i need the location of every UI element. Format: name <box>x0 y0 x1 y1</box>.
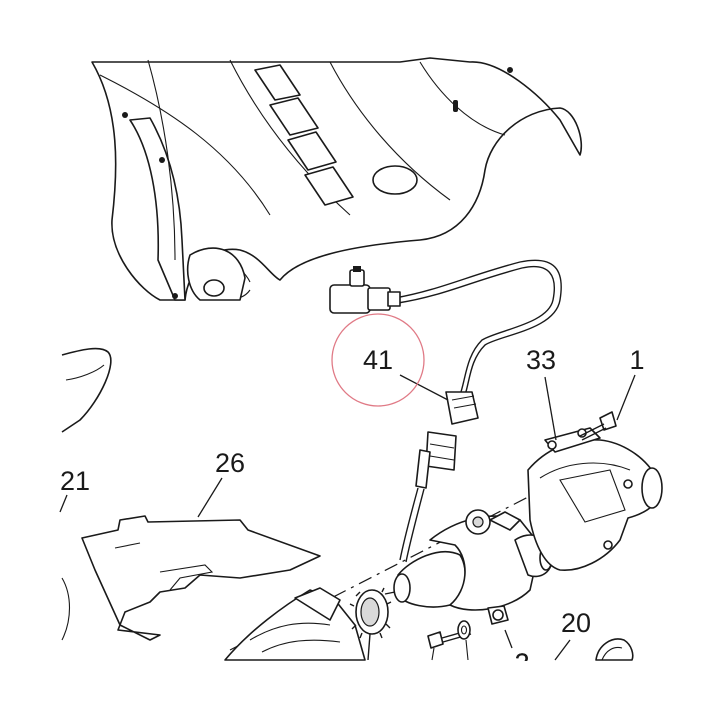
left-panel-fragment <box>61 347 112 641</box>
callout-26: 26 <box>215 448 245 478</box>
callout-1: 1 <box>629 345 644 375</box>
harness-upper-connector <box>329 266 401 314</box>
upper-fairing-panel <box>91 57 582 301</box>
motor-side-connector <box>399 431 457 563</box>
cover-bracket-part-33 <box>527 427 663 571</box>
actuator-motor <box>384 509 553 625</box>
callout-2-cropped: 2 <box>514 648 529 678</box>
bolt-lower <box>427 629 472 661</box>
callout-41-highlight-circle <box>331 313 425 407</box>
callout-20: 20 <box>561 608 591 638</box>
callout-21: 21 <box>60 466 90 496</box>
gasket-part-26 <box>81 515 321 641</box>
screw-part-1 <box>579 411 617 441</box>
bottom-crop <box>0 661 720 720</box>
callout-33: 33 <box>526 345 556 375</box>
washer <box>457 620 471 661</box>
gear-wheel <box>349 587 392 661</box>
gearbox-housing <box>224 587 366 661</box>
seal-ring-part-20 <box>595 638 634 661</box>
leader-lines <box>59 374 636 661</box>
wiring-harness <box>329 259 562 563</box>
harness-mid-connector <box>445 391 479 425</box>
callout-41: 41 <box>363 345 393 375</box>
